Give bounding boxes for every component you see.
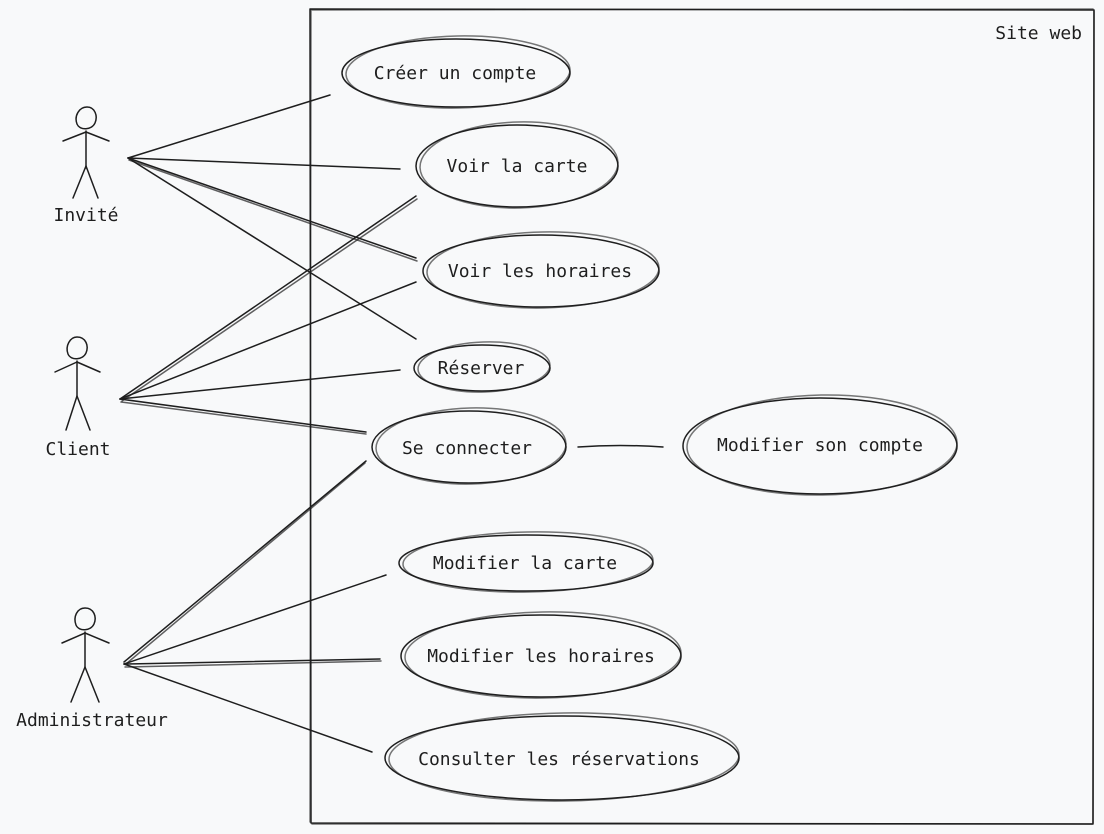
association-client-voir-horaires xyxy=(119,281,417,400)
actor-label: Client xyxy=(45,439,110,460)
use-case-voir-carte: Voir la carte xyxy=(415,121,619,209)
system-label: Site web xyxy=(995,23,1082,44)
use-case-label: Modifier la carte xyxy=(433,553,617,574)
actor-client: Client xyxy=(45,336,111,460)
use-case-reserver: Réserver xyxy=(413,341,551,393)
use-case-voir-horaires: Voir les horaires xyxy=(422,231,660,309)
use-case-label: Réserver xyxy=(438,358,525,379)
association-admin-consulter-reservations xyxy=(123,663,373,753)
association-admin-modifier-carte xyxy=(123,574,387,665)
association-client-reserver xyxy=(119,369,401,400)
use-case-label: Consulter les réservations xyxy=(418,749,700,770)
actor-label: Invité xyxy=(53,205,118,226)
association-invite-voir-horaires xyxy=(127,157,417,259)
system-boundary: Site web xyxy=(309,8,1095,825)
association-invite-creer-compte xyxy=(127,94,331,159)
use-case-label: Voir les horaires xyxy=(448,261,632,282)
use-case-label: Voir la carte xyxy=(447,156,588,177)
association-admin-se-connecter xyxy=(123,460,367,663)
use-case-modifier-compte: Modifier son compte xyxy=(682,394,958,496)
association-client-se-connecter xyxy=(119,398,367,433)
stick-figure-icon xyxy=(62,106,110,199)
association-invite-voir-carte xyxy=(127,157,401,170)
use-case-label: Se connecter xyxy=(402,438,532,459)
actor-administrateur: Administrateur xyxy=(16,607,168,731)
use-case-consulter-reservations: Consulter les réservations xyxy=(384,712,740,802)
association-client-voir-carte xyxy=(119,195,417,400)
association-invite-reserver xyxy=(127,157,417,340)
actor-label: Administrateur xyxy=(16,710,168,731)
use-case-label: Modifier les horaires xyxy=(427,646,655,667)
use-case-modifier-horaires: Modifier les horaires xyxy=(400,611,682,699)
association-se-connecter-modifier-compte xyxy=(577,444,664,448)
actor-invite: Invité xyxy=(53,106,119,226)
stick-figure-icon xyxy=(61,607,110,703)
use-case-label: Créer un compte xyxy=(374,63,537,84)
use-case-label: Modifier son compte xyxy=(717,435,923,456)
use-case-se-connecter: Se connecter xyxy=(371,407,567,485)
use-case-creer-compte: Créer un compte xyxy=(341,35,571,109)
association-lines xyxy=(119,94,664,753)
stick-figure-icon xyxy=(54,336,101,431)
association-admin-modifier-horaires xyxy=(123,658,381,665)
use-case-modifier-carte: Modifier la carte xyxy=(398,531,654,593)
